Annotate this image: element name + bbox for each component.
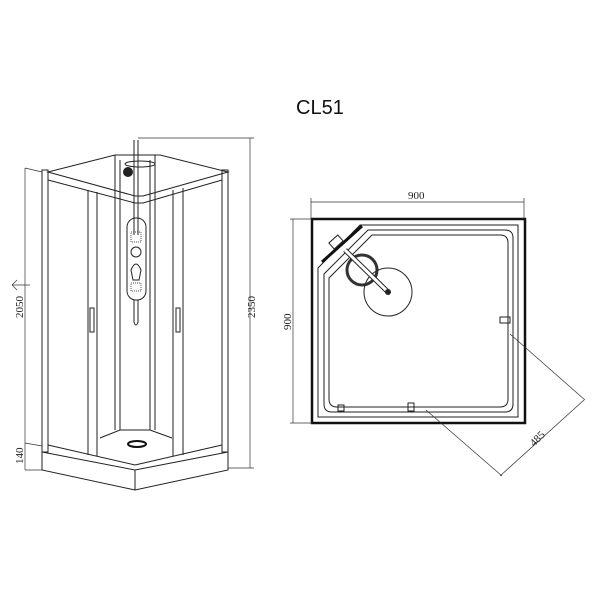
plan-outer-frame xyxy=(310,217,527,425)
door-handle-left xyxy=(89,307,95,333)
model-title: CL51 xyxy=(296,97,344,119)
mixer-icon xyxy=(345,253,379,287)
corner-panel xyxy=(320,224,364,264)
plan-view xyxy=(310,217,527,425)
shower-panel xyxy=(126,217,147,301)
left-post xyxy=(41,169,49,453)
rain-shower-head xyxy=(124,160,156,168)
elevation-dimensions: 2350 2050 140 xyxy=(11,137,258,471)
hand-shower-icon xyxy=(123,167,133,177)
mixer-handle-icon xyxy=(130,263,142,281)
drain-icon xyxy=(127,440,147,448)
plan-dimensions: 900 900 485 xyxy=(282,190,586,477)
dimension-485: 485 xyxy=(528,429,549,450)
shower-tray-outline xyxy=(323,229,514,413)
dimension-2350: 2350 xyxy=(246,296,258,319)
arrow-icon xyxy=(11,279,30,291)
dimension-140: 140 xyxy=(14,447,26,464)
rain-shower-head-plan xyxy=(363,267,413,317)
dimension-depth-900: 900 xyxy=(282,313,294,330)
dimension-2050: 2050 xyxy=(14,296,26,319)
elevation-view xyxy=(41,140,230,491)
door-handle-right xyxy=(175,307,181,333)
dimension-width-900: 900 xyxy=(408,190,425,202)
right-post xyxy=(221,169,229,453)
